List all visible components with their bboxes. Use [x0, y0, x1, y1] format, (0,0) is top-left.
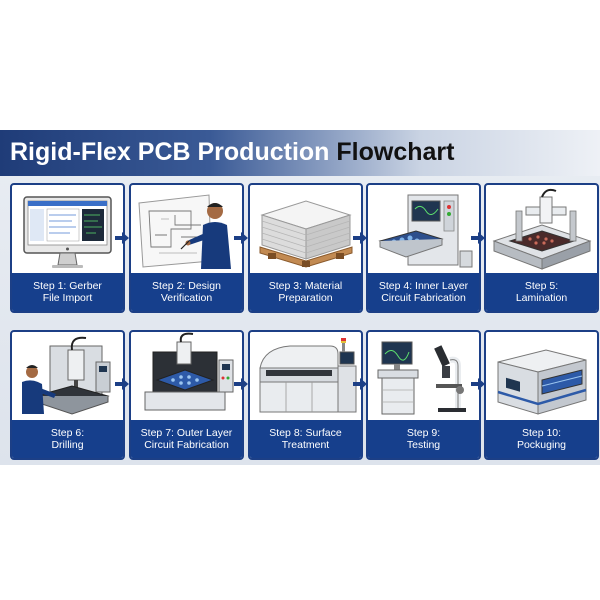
- imac-screen-icon: [23, 196, 112, 268]
- packaging-machine-icon: [497, 349, 587, 415]
- step-card-6: Step 6: Drilling: [10, 330, 125, 460]
- arrow-right-icon: [234, 378, 248, 390]
- arrow-right-icon: [115, 378, 129, 390]
- step-label: Step 1: Gerber File Import: [12, 273, 123, 311]
- step-title: Step 3: Material: [268, 279, 343, 292]
- step-subtitle: Lamination: [515, 292, 568, 304]
- step-card-7: Step 7: Outer Layer Circuit Fabrication: [129, 330, 244, 460]
- step-title: Step 5:: [524, 279, 559, 292]
- outer-layer-machine-icon: [144, 332, 234, 411]
- step-label: Step 10: Pockuging: [486, 420, 597, 458]
- microscope-testing-icon: [377, 341, 466, 415]
- step-subtitle: File Import: [42, 292, 93, 304]
- step-label: Step 3: Material Preparation: [250, 273, 361, 311]
- step-label: Step 7: Outer Layer Circuit Fabrication: [131, 420, 242, 458]
- step-label: Step 6: Drilling: [12, 420, 123, 458]
- step-subtitle: Testing: [406, 439, 441, 451]
- arrow-right-icon: [234, 232, 248, 244]
- step-card-8: Step 8: Surface Treatment: [248, 330, 363, 460]
- step-card-1: Step 1: Gerber File Import: [10, 183, 125, 313]
- arrow-right-icon: [471, 232, 485, 244]
- step-subtitle: Preparation: [278, 292, 333, 304]
- step-label: Step 9: Testing: [368, 420, 479, 458]
- step-card-10: Step 10: Pockuging: [484, 330, 599, 460]
- step-label: Step 4: Inner Layer Circuit Fabrication: [368, 273, 479, 311]
- step-subtitle: Verification: [160, 292, 213, 304]
- step-card-2: Step 2: Design Verification: [129, 183, 244, 313]
- lamination-press-icon: [492, 188, 592, 270]
- step-title: Step 1: Gerber: [33, 279, 102, 292]
- step-label: Step 8: Surface Treatment: [250, 420, 361, 458]
- step-subtitle: Treatment: [281, 439, 330, 451]
- drilling-machine-icon: [22, 336, 111, 415]
- arrow-right-icon: [353, 232, 367, 244]
- title-part-2: Flowchart: [336, 138, 455, 166]
- step-label: Step 5: Lamination: [486, 273, 597, 311]
- step-card-3: Step 3: Material Preparation: [248, 183, 363, 313]
- step-subtitle: Circuit Fabrication: [381, 292, 466, 304]
- arrow-right-icon: [353, 378, 367, 390]
- step-subtitle: Pockuging: [516, 439, 567, 451]
- surface-treatment-machine-icon: [259, 338, 357, 413]
- step-title: Step 9:: [406, 426, 441, 439]
- arrow-right-icon: [115, 232, 129, 244]
- sheet-stack-pallet-icon: [259, 200, 353, 268]
- step-title: Step 4: Inner Layer: [378, 279, 469, 292]
- title-part-1: Rigid-Flex PCB Production: [10, 138, 330, 166]
- step-title: Step 8: Surface: [269, 426, 342, 439]
- step-label: Step 2: Design Verification: [131, 273, 242, 311]
- step-subtitle: Drilling: [51, 439, 84, 451]
- step-card-9: Step 9: Testing: [366, 330, 481, 460]
- step-title: Step 7: Outer Layer: [140, 426, 233, 439]
- arrow-right-icon: [471, 378, 485, 390]
- inner-layer-machine-icon: [378, 194, 473, 268]
- page-title: Rigid-Flex PCB Production Flowchart: [10, 138, 454, 167]
- step-title: Step 2: Design: [152, 279, 221, 292]
- engineer-drawing-icon: [138, 194, 231, 269]
- step-card-5: Step 5: Lamination: [484, 183, 599, 313]
- step-title: Step 6:: [50, 426, 85, 439]
- step-subtitle: Circuit Fabrication: [144, 439, 229, 451]
- title-bar: [0, 130, 600, 176]
- step-card-4: Step 4: Inner Layer Circuit Fabrication: [366, 183, 481, 313]
- step-title: Step 10:: [521, 426, 562, 439]
